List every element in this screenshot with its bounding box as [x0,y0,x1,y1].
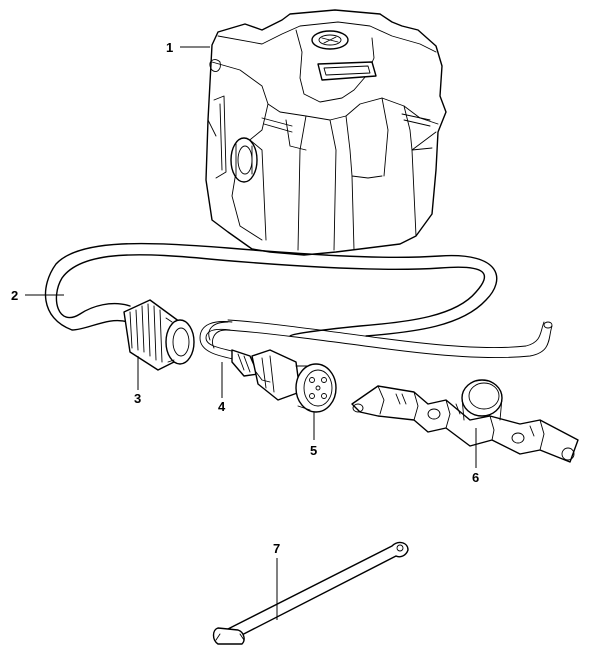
callout-3: 3 [134,391,141,406]
part-5-plug [251,349,337,413]
callout-2: 2 [11,288,18,303]
leader-lines [25,46,477,620]
callout-6: 6 [472,470,479,485]
part-3-hose-coupling [123,299,195,371]
part-2-hose [44,242,553,358]
part-7-pin-spanner [212,541,409,645]
part-6-clip-strip [351,379,579,463]
callout-7: 7 [273,541,280,556]
callout-1: 1 [166,40,173,55]
callout-labels: 1 2 3 4 5 6 7 [11,40,479,556]
callout-4: 4 [218,399,226,414]
callout-5: 5 [310,443,317,458]
part-1-water-tank [205,9,447,256]
part-4-cable [199,321,259,377]
